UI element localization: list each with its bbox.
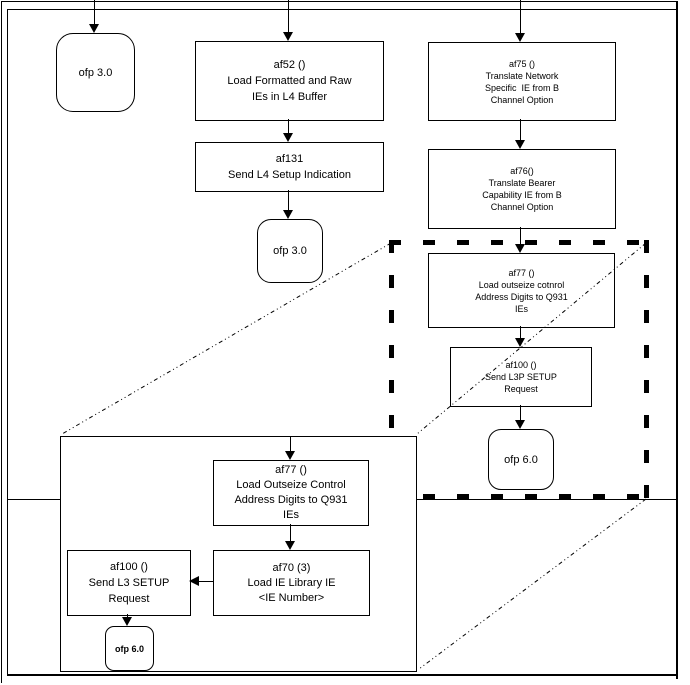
node-af77-main: af77 () Load outseize cotnrol Address Di… (428, 253, 615, 328)
zoom-region-dashed-left (389, 240, 394, 498)
node-label: ofp 3.0 (273, 245, 307, 257)
node-label: Load Outseize Control (236, 479, 346, 491)
arrow-down-icon (285, 541, 295, 550)
node-label: af52 () (273, 59, 306, 71)
node-af77-inset: af77 () Load Outseize Control Address Di… (213, 460, 369, 526)
node-label: af77 () (275, 464, 307, 476)
node-label: Address Digits to Q931 (234, 494, 348, 506)
zoom-callout-line-bottom-right (418, 498, 647, 670)
node-label: Address Digits to Q931 (475, 291, 568, 302)
node-label: Request (504, 384, 538, 394)
node-label: Load Formatted and Raw (227, 75, 352, 87)
node-ofp6-inset: ofp 6.0 (105, 626, 154, 671)
arrow-down-icon (283, 133, 293, 142)
arrow-left-icon (189, 576, 199, 586)
zoom-region-dashed-bottom (389, 494, 649, 499)
node-label: Request (108, 593, 150, 605)
node-label: Channel Option (490, 94, 554, 105)
node-af100-main: af100 () Send L3P SETUP Request (450, 347, 592, 407)
arrow-down-icon (515, 33, 525, 42)
node-label: Send L3P SETUP (485, 372, 557, 382)
node-label: af75 () (508, 58, 535, 69)
page-border-top (1, 1, 678, 2)
node-af76: af76() Translate Bearer Capability IE fr… (428, 149, 616, 229)
node-label: IEs (514, 303, 528, 314)
node-label: <IE Number> (258, 591, 325, 604)
node-label: Send L3 SETUP (88, 577, 170, 589)
arrow-down-icon (515, 338, 525, 347)
node-ofp3-top: ofp 3.0 (56, 33, 135, 112)
node-label: af70 (3) (272, 561, 311, 574)
arrow-down-icon (515, 244, 525, 253)
arrow-down-icon (515, 420, 525, 429)
node-af52: af52 () Load Formatted and Raw IEs in L4… (195, 41, 384, 121)
node-label: Load outseize cotnrol (478, 279, 565, 290)
node-af70-inset: af70 (3) Load IE Library IE <IE Number> (213, 550, 370, 616)
node-af131: af131 Send L4 Setup Indication (195, 142, 384, 192)
node-label: af76() (510, 166, 534, 176)
node-label: Load IE Library IE (247, 576, 336, 589)
page-border-right (676, 1, 678, 679)
page-border-left (1, 1, 2, 683)
arrow-down-icon (515, 140, 525, 149)
node-label: af100 () (110, 561, 148, 573)
node-label: IEs in L4 Buffer (251, 91, 327, 103)
node-ofp3-mid: ofp 3.0 (257, 219, 323, 283)
zoom-region-dashed-top (389, 240, 649, 245)
node-label: ofp 3.0 (78, 66, 113, 79)
node-ofp6-main: ofp 6.0 (488, 429, 554, 490)
node-label: af131 (275, 153, 304, 165)
arrow-down-icon (283, 210, 293, 219)
arrow-down-icon (89, 24, 99, 33)
node-label: IEs (283, 509, 299, 521)
page-border-bottom (7, 674, 678, 676)
node-label: af77 () (508, 267, 535, 278)
node-label: af100 () (505, 360, 537, 370)
arrow-down-icon (283, 32, 293, 41)
arrow-down-icon (122, 617, 132, 626)
node-label: ofp 6.0 (114, 643, 144, 654)
node-label: Specific IE from B (484, 82, 560, 93)
node-label: Capability IE from B (482, 190, 562, 200)
node-label: ofp 6.0 (504, 453, 538, 466)
arrow-down-icon (285, 451, 295, 460)
node-label: Channel Option (490, 202, 554, 212)
node-af100-inset: af100 () Send L3 SETUP Request (67, 550, 191, 616)
node-af75: af75 () Translate Network Specific IE fr… (428, 42, 616, 121)
zoom-region-dashed-right (644, 240, 649, 498)
left-frame-extension (7, 498, 8, 675)
node-label: Translate Bearer (488, 178, 556, 188)
node-label: Translate Network (485, 70, 559, 81)
node-label: Send L4 Setup Indication (228, 169, 351, 181)
